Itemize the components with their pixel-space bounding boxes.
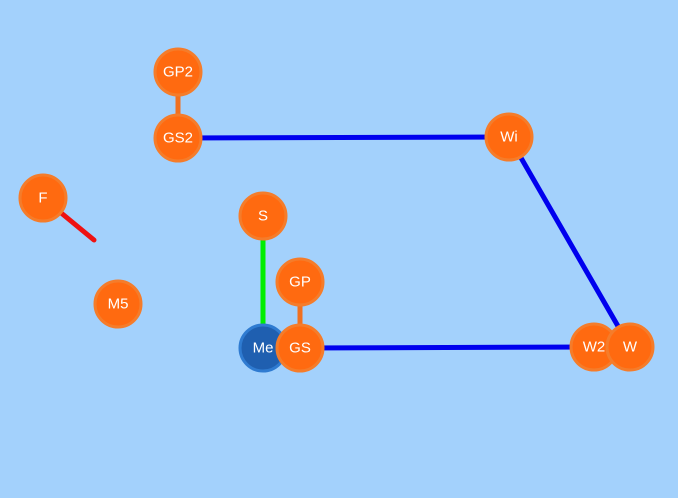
node-gs2[interactable]: GS2 <box>153 113 203 163</box>
node-circle <box>275 257 325 307</box>
node-wi[interactable]: Wi <box>484 112 534 162</box>
node-gp[interactable]: GP <box>275 257 325 307</box>
node-label: GS2 <box>163 130 193 147</box>
node-label: Wi <box>500 129 518 146</box>
link-wi-w <box>506 134 633 350</box>
node-label: GP <box>289 274 311 291</box>
node-label: W <box>623 339 638 356</box>
node-label: S <box>258 208 268 225</box>
node-label: M5 <box>108 296 129 313</box>
node-label: GS <box>289 340 311 357</box>
node-circle <box>238 191 288 241</box>
node-s[interactable]: S <box>238 191 288 241</box>
node-label: GP2 <box>163 64 193 81</box>
link-gs-w2 <box>297 344 597 351</box>
node-gp2[interactable]: GP2 <box>153 47 203 97</box>
node-w[interactable]: W <box>605 322 655 372</box>
node-circle <box>93 279 143 329</box>
node-circle <box>18 173 68 223</box>
node-f[interactable]: F <box>18 173 68 223</box>
node-circle <box>484 112 534 162</box>
node-circle <box>153 47 203 97</box>
node-gs[interactable]: GS <box>275 323 325 373</box>
node-circle <box>605 322 655 372</box>
node-circle <box>153 113 203 163</box>
node-m5[interactable]: M5 <box>93 279 143 329</box>
node-circle <box>275 323 325 373</box>
node-label: W2 <box>583 339 606 356</box>
node-label: F <box>38 190 47 207</box>
link-gs2-wi <box>175 134 512 141</box>
node-label: Me <box>253 340 274 357</box>
